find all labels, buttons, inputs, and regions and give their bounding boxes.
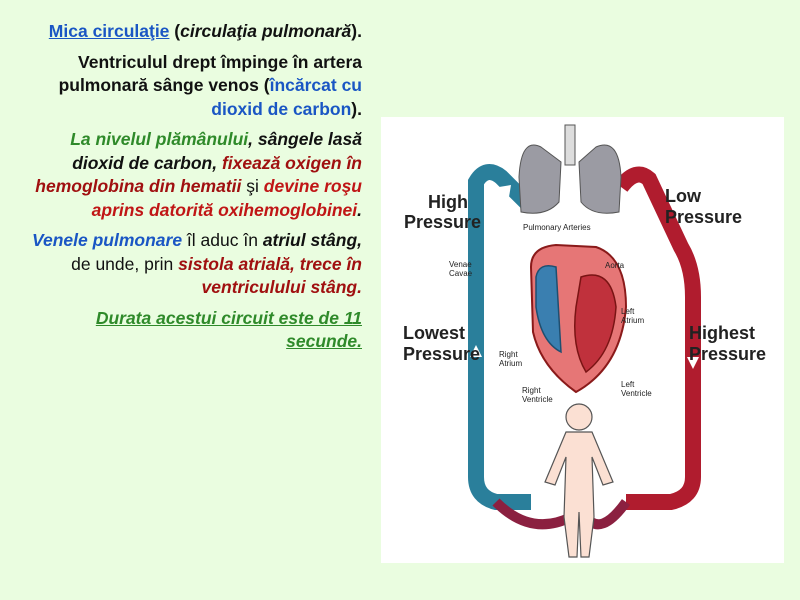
para-lungs: La nivelul plămânului, sângele lasă diox… (35, 129, 362, 220)
label-cavae: Cavae (449, 269, 473, 278)
label-left-atrium-1: Left (621, 307, 635, 316)
heart-right-side (535, 265, 562, 354)
text-column: Mica circulaţie (circulaţia pulmonară). … (30, 20, 362, 361)
para-pulmonary-circulation: Mica circulaţie (circulaţia pulmonară). (48, 21, 362, 41)
lung-left (518, 144, 562, 214)
para-pulmonary-veins: Venele pulmonare îl aduc în atriul stâng… (31, 230, 362, 297)
vein-loop-left (468, 164, 537, 510)
arrow-pulmonary (499, 185, 511, 197)
label-left-ventricle-2: Ventricle (621, 389, 652, 398)
circulation-diagram: High Pressure Low Pressure Lowest Pressu… (381, 117, 784, 563)
label-right-ventricle-1: Right (522, 386, 541, 395)
pulmonary-circulation-link[interactable]: Mica circulaţie (48, 21, 170, 41)
arrow-down-right (687, 357, 699, 369)
label-left-atrium-2: Atrium (621, 316, 644, 325)
label-low: Low (665, 186, 702, 206)
label-low-pressure: Pressure (665, 207, 742, 227)
label-highest-pressure: Pressure (689, 344, 766, 364)
heart-left-side (574, 274, 617, 374)
artery-loop-right (614, 166, 701, 510)
pulmonary-circulation-italic: circulaţia pulmonară (180, 21, 352, 41)
label-right-ventricle-2: Ventricle (522, 395, 553, 404)
circulation-svg: High Pressure Low Pressure Lowest Pressu… (403, 124, 766, 558)
label-venae: Venae (449, 260, 472, 269)
label-lowest-pressure: Pressure (403, 344, 480, 364)
label-high: High (428, 192, 468, 212)
label-pulmonary-arteries: Pulmonary Arteries (523, 223, 591, 232)
para-right-ventricle: Ventriculul drept împinge în artera pulm… (58, 51, 362, 119)
body-figure (544, 431, 614, 558)
trachea (564, 124, 576, 166)
label-right-atrium-2: Atrium (499, 359, 522, 368)
label-left-ventricle-1: Left (621, 380, 635, 389)
label-lowest: Lowest (403, 323, 465, 343)
label-right-atrium-1: Right (499, 350, 518, 359)
body-head (565, 403, 593, 431)
lung-right (578, 144, 622, 214)
para-duration: Durata acestui circuit este de 11 secund… (95, 307, 362, 352)
arrow-up-left (470, 345, 482, 357)
label-aorta: Aorta (605, 261, 625, 270)
label-highest: Highest (689, 323, 755, 343)
label-high-pressure: Pressure (404, 212, 481, 232)
